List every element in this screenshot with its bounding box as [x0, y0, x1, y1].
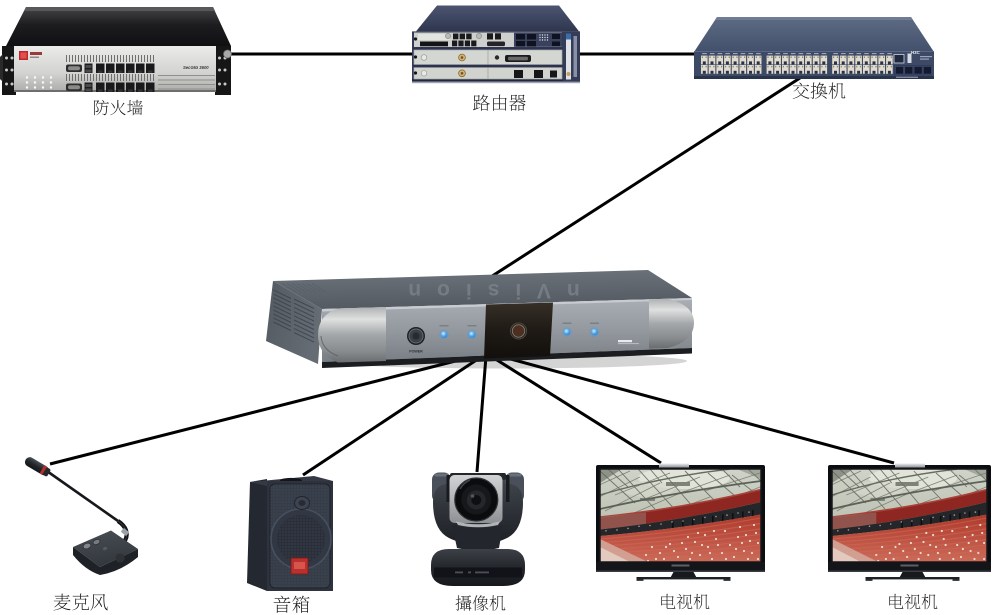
svg-text:POWER: POWER	[409, 350, 423, 354]
svg-text:H3C: H3C	[911, 50, 921, 55]
svg-text:nVision: nVision	[392, 279, 579, 302]
svg-text:SecGIG 3600: SecGIG 3600	[183, 65, 209, 70]
